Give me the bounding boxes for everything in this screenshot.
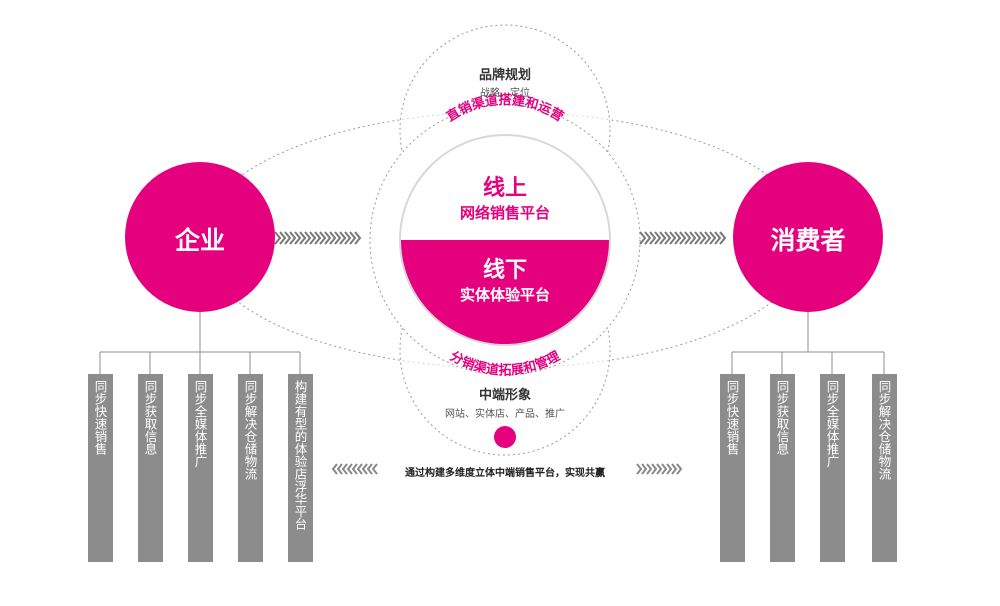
- info-bar-label: 构建有型的体验店浮华平台: [292, 380, 308, 530]
- chevron-icon: [656, 463, 663, 475]
- info-bar-label: 同步解决仓储物流: [242, 380, 258, 480]
- chevron-icon: [319, 231, 327, 245]
- chevron-icon: [651, 463, 658, 475]
- right-tree-lines: [731, 312, 885, 374]
- info-bar: 同步全媒体推广: [187, 374, 213, 562]
- right-chevron-arrow: [639, 231, 727, 245]
- info-bar-label: 同步获取信息: [142, 380, 158, 455]
- chevron-icon: [676, 463, 683, 475]
- mid-image-title: 中端形象: [478, 388, 531, 403]
- chevron-icon: [351, 463, 358, 475]
- chevron-icon: [669, 231, 677, 245]
- chevron-icon: [694, 231, 702, 245]
- banner-left-chevrons: [331, 463, 378, 475]
- info-bar: 同步解决仓储物流: [871, 374, 897, 562]
- chevron-icon: [334, 231, 342, 245]
- chevron-icon: [339, 231, 347, 245]
- chevron-icon: [331, 463, 338, 475]
- mid-image-subtitle: 网站、实体店、产品、推广: [445, 409, 565, 420]
- chevron-icon: [719, 231, 727, 245]
- info-bar: 同步快速销售: [719, 374, 745, 562]
- chevron-icon: [671, 463, 678, 475]
- chevron-icon: [299, 231, 307, 245]
- info-bar: 构建有型的体验店浮华平台: [287, 374, 313, 562]
- chevron-icon: [649, 231, 657, 245]
- chevron-icon: [654, 231, 662, 245]
- chevron-icon: [344, 231, 352, 245]
- chevron-icon: [689, 231, 697, 245]
- chevron-icon: [699, 231, 707, 245]
- chevron-icon: [661, 463, 668, 475]
- info-bar-label: 同步快速销售: [724, 380, 740, 455]
- chevron-icon: [679, 231, 687, 245]
- chevron-icon: [341, 463, 348, 475]
- info-bar-label: 同步全媒体推广: [192, 380, 208, 468]
- chevron-icon: [709, 231, 717, 245]
- chevron-icon: [284, 231, 292, 245]
- bottom-dot: [494, 426, 516, 448]
- left-tree-lines: [99, 312, 301, 374]
- banner-right-chevrons: [636, 463, 683, 475]
- offline-subtitle: 实体体验平台: [459, 286, 550, 304]
- chevron-icon: [636, 463, 643, 475]
- chevron-icon: [639, 231, 647, 245]
- info-bar-label: 同步全媒体推广: [824, 380, 840, 468]
- online-title: 线上: [482, 176, 527, 201]
- info-bar: 同步快速销售: [87, 374, 113, 562]
- chevron-icon: [664, 231, 672, 245]
- chevron-icon: [329, 231, 337, 245]
- chevron-icon: [684, 231, 692, 245]
- info-bar: 同步解决仓储物流: [237, 374, 263, 562]
- chevron-icon: [714, 231, 722, 245]
- chevron-icon: [361, 463, 368, 475]
- brand-planning-subtitle: 战略、定位: [480, 88, 530, 99]
- chevron-icon: [666, 463, 673, 475]
- info-bar: 同步获取信息: [137, 374, 163, 562]
- offline-title: 线下: [482, 258, 527, 283]
- chevron-icon: [346, 463, 353, 475]
- info-bar: 同步获取信息: [769, 374, 795, 562]
- chevron-icon: [279, 231, 287, 245]
- chevron-icon: [349, 231, 357, 245]
- enterprise-label: 企业: [174, 226, 225, 255]
- consumer-label: 消费者: [770, 226, 846, 255]
- chevron-icon: [294, 231, 302, 245]
- left-chevron-arrow: [274, 231, 362, 245]
- chevron-icon: [356, 463, 363, 475]
- chevron-icon: [309, 231, 317, 245]
- chevron-icon: [659, 231, 667, 245]
- chevron-icon: [674, 231, 682, 245]
- center-circle-shadow: [399, 134, 611, 346]
- info-bar: 同步全媒体推广: [819, 374, 845, 562]
- chevron-icon: [704, 231, 712, 245]
- chevron-icon: [354, 231, 362, 245]
- consumer-circle: [733, 162, 883, 312]
- chevron-icon: [644, 231, 652, 245]
- enterprise-circle: [125, 162, 275, 312]
- online-subtitle: 网络销售平台: [459, 204, 550, 222]
- info-bar-label: 同步快速销售: [92, 380, 108, 455]
- info-bar-label: 同步解决仓储物流: [876, 380, 892, 480]
- chevron-icon: [641, 463, 648, 475]
- info-bar-label: 同步获取信息: [774, 380, 790, 455]
- chevron-icon: [336, 463, 343, 475]
- chevron-icon: [324, 231, 332, 245]
- chevron-icon: [371, 463, 378, 475]
- banner-text: 通过构建多维度立体中端销售平台，实现共赢: [405, 468, 605, 479]
- chevron-icon: [289, 231, 297, 245]
- chevron-icon: [304, 231, 312, 245]
- chevron-icon: [646, 463, 653, 475]
- chevron-icon: [314, 231, 322, 245]
- chevron-icon: [366, 463, 373, 475]
- brand-planning-title: 品牌规划: [478, 68, 531, 83]
- chevron-icon: [274, 231, 282, 245]
